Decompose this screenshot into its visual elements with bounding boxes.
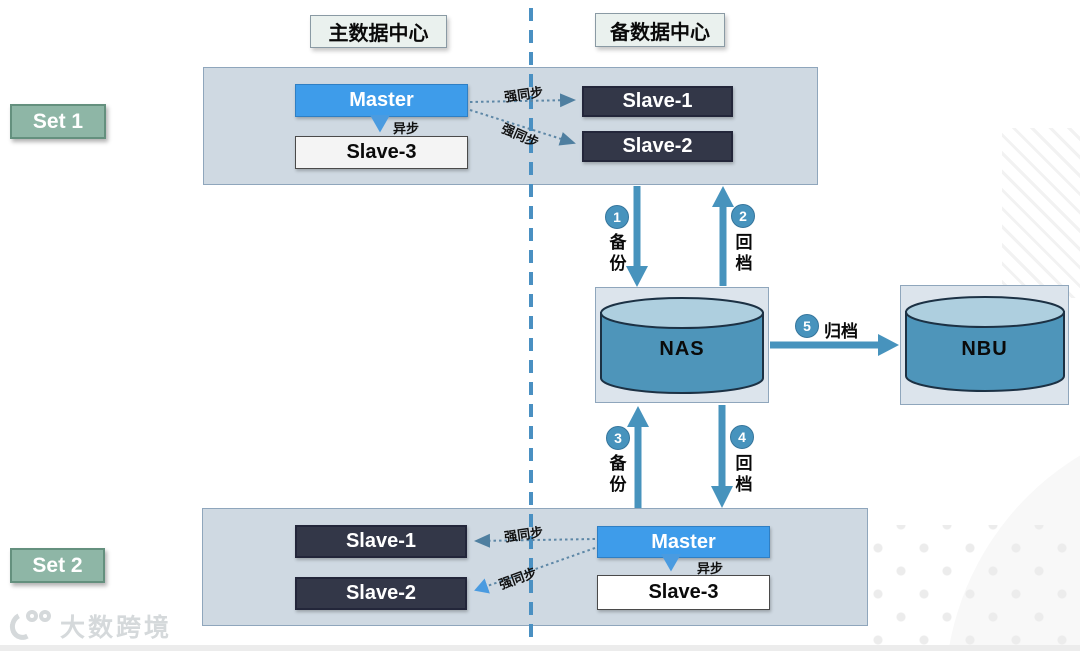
backup-datacenter-title: 备数据中心 (595, 13, 725, 47)
nas-label: NAS (659, 338, 705, 360)
set1-slave1-node: Slave-1 (582, 86, 733, 117)
flow-label-archive-5: 归档 (824, 322, 858, 341)
flow-badge-4: 4 (730, 425, 754, 449)
flow-badge-3: 3 (606, 426, 630, 450)
dot-grid-decor (855, 525, 1080, 647)
flow-badge-5: 5 (795, 314, 819, 338)
set1-master-node: Master (295, 84, 468, 117)
set2-slave2-node: Slave-2 (295, 577, 467, 610)
set1-async-label: 异步 (393, 121, 420, 136)
flow-label-restore-4: 回档 (735, 454, 753, 494)
watermark-logo: 大数跨境 (6, 608, 173, 644)
background-circle-decor (945, 415, 1080, 651)
footer-strip (0, 645, 1080, 651)
flow-label-backup-3: 备份 (609, 454, 627, 494)
primary-datacenter-title: 主数据中心 (310, 15, 447, 48)
set2-slave3-node: Slave-3 (597, 575, 770, 610)
set2-label: Set 2 (10, 548, 105, 583)
backup-arrow-3 (627, 406, 649, 508)
nbu-label: NBU (961, 338, 1008, 360)
flow-label-backup-1: 备份 (609, 233, 627, 273)
set2-slave1-node: Slave-1 (295, 525, 467, 558)
restore-arrow-4 (711, 405, 733, 508)
set1-slave2-node: Slave-2 (582, 131, 733, 162)
flow-badge-1: 1 (605, 205, 629, 229)
set1-label: Set 1 (10, 104, 106, 139)
flow-badge-2: 2 (731, 204, 755, 228)
restore-arrow-2 (712, 186, 734, 286)
set2-async-label: 异步 (697, 561, 724, 576)
backup-arrow-1 (626, 186, 648, 287)
set1-slave3-node: Slave-3 (295, 136, 468, 169)
diagonal-lines-decor (1002, 128, 1080, 298)
flow-label-restore-2: 回档 (735, 233, 753, 273)
watermark-100-icon (6, 608, 54, 644)
set2-master-node: Master (597, 526, 770, 558)
watermark-text: 大数跨境 (60, 614, 173, 642)
